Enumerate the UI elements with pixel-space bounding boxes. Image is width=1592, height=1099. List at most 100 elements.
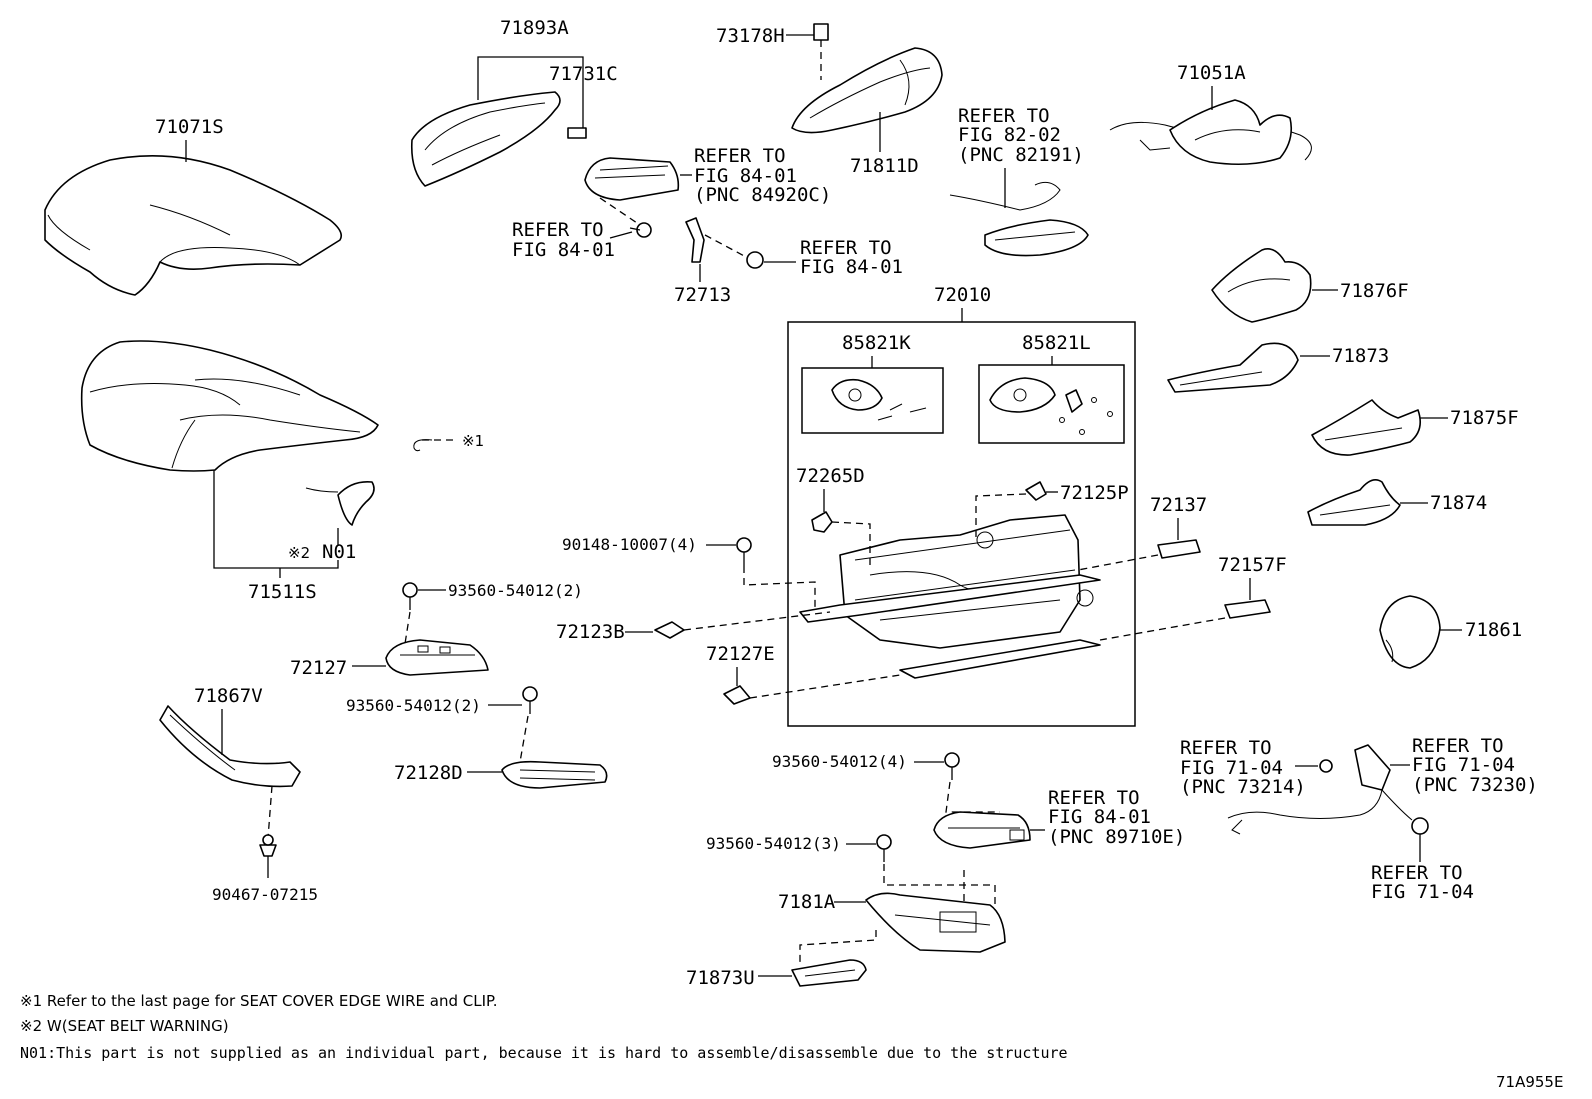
part-71874-drawing — [1307, 479, 1401, 526]
label-71873: 71873 — [1332, 345, 1389, 367]
part-84920C-switch-drawing — [584, 157, 680, 238]
label-71731C: 71731C — [549, 63, 618, 85]
ref-73230-line3: (PNC 73230) — [1412, 774, 1538, 796]
part-71876F-drawing — [1211, 248, 1312, 323]
dash-72127E — [749, 674, 901, 699]
ref-89710E-line1: REFER TO — [1048, 787, 1140, 809]
kit-85821L-box — [978, 364, 1125, 444]
leader-screw-left — [609, 231, 633, 239]
part-72127-drawing — [385, 639, 489, 676]
part-85821K-motor-drawing — [831, 378, 927, 421]
ref-84920C-line1: REFER TO — [694, 145, 786, 167]
label-71876F: 71876F — [1340, 280, 1409, 302]
part-82191-harness-drawing — [949, 181, 1089, 257]
part-72713-drawing — [685, 217, 764, 269]
footnote-1: ※1 Refer to the last page for SEAT COVER… — [20, 992, 497, 1010]
label-72128D: 72128D — [394, 762, 463, 784]
dash-90148 — [743, 566, 816, 608]
label-N01: N01 — [322, 541, 356, 563]
part-71867V-drawing — [159, 705, 301, 788]
label-90148: 90148-10007(4) — [562, 535, 697, 554]
part-N01-drawing — [305, 480, 375, 526]
part-93560-screw-c-drawing — [944, 752, 960, 780]
figure-id: 71A955E — [1496, 1073, 1563, 1091]
ref-89710E-line2: FIG 84-01 — [1048, 806, 1151, 828]
part-71893A-drawing — [410, 91, 587, 187]
label-73178H: 73178H — [716, 25, 785, 47]
label-72265D: 72265D — [796, 465, 865, 487]
label-71511S: 71511S — [248, 581, 317, 603]
ref-screw-left-line1: REFER TO — [512, 219, 604, 241]
ref-89710E-line3: (PNC 89710E) — [1048, 826, 1185, 848]
edge-wire-clip-drawing — [413, 439, 433, 452]
ref-73214-line1: REFER TO — [1180, 737, 1272, 759]
label-72713: 72713 — [674, 284, 731, 306]
dash-72137 — [1077, 554, 1159, 571]
assembly-72010-box — [787, 321, 1136, 727]
part-7181A-drawing — [865, 892, 1006, 953]
kit-85821K-box — [801, 367, 944, 434]
ref1-marker: ※1 — [462, 432, 484, 450]
label-93560-c: 93560-54012(4) — [772, 752, 907, 771]
label-72127: 72127 — [290, 657, 347, 679]
label-93560-d: 93560-54012(3) — [706, 834, 841, 853]
part-71811D-drawing — [791, 23, 943, 134]
label-72123B: 72123B — [556, 621, 625, 643]
part-85821L-motor-drawing — [989, 377, 1113, 435]
label-71893A: 71893A — [500, 17, 569, 39]
part-72127E-drawing — [723, 685, 751, 705]
dash-93560-d — [883, 864, 996, 920]
part-72123B-drawing — [654, 621, 685, 639]
dash-90467 — [267, 785, 273, 839]
ref-73214-line2: FIG 71-04 — [1180, 757, 1283, 779]
part-90467-clip-drawing — [259, 834, 277, 857]
label-71071S: 71071S — [155, 116, 224, 138]
label-71861: 71861 — [1465, 619, 1522, 641]
label-71874: 71874 — [1430, 492, 1487, 514]
dash-72125P — [975, 493, 1027, 540]
part-90148-bolt-drawing — [736, 537, 752, 566]
label-85821L: 85821L — [1022, 332, 1091, 354]
part-72010-frame-drawing — [799, 514, 1101, 679]
label-71811D: 71811D — [850, 155, 919, 177]
dash-72265D — [831, 521, 871, 570]
ref2-marker: ※2 — [288, 544, 310, 562]
ref-73214-line3: (PNC 73214) — [1180, 776, 1306, 798]
dash-93560-b — [519, 715, 529, 763]
label-72127E: 72127E — [706, 643, 775, 665]
ref-82191-line2: FIG 82-02 — [958, 124, 1061, 146]
label-72125P: 72125P — [1060, 482, 1129, 504]
part-72265D-drawing — [811, 511, 833, 533]
label-93560-b: 93560-54012(2) — [346, 696, 481, 715]
label-7181A: 7181A — [778, 891, 836, 913]
part-71875F-drawing — [1311, 399, 1421, 456]
part-71861-drawing — [1379, 595, 1441, 669]
label-71875F: 71875F — [1450, 407, 1519, 429]
ref-84920C-line2: FIG 84-01 — [694, 165, 797, 187]
ref-84920C-line3: (PNC 84920C) — [694, 184, 831, 206]
part-73214-73230-harness-drawing — [1227, 744, 1429, 835]
part-72128D-drawing — [501, 760, 608, 789]
part-72137-drawing — [1157, 539, 1201, 559]
label-71873U: 71873U — [686, 967, 755, 989]
part-93560-screw-b-drawing — [522, 686, 538, 714]
leader-71511S — [213, 470, 339, 569]
ref-73230-line1: REFER TO — [1412, 735, 1504, 757]
ref-nut-line1: REFER TO — [1371, 862, 1463, 884]
part-71051A-drawing — [1109, 99, 1312, 166]
label-72137: 72137 — [1150, 494, 1207, 516]
ref-82191-line1: REFER TO — [958, 105, 1050, 127]
part-72125P-drawing — [1025, 481, 1047, 501]
dash-71873U — [799, 930, 877, 965]
part-71873-drawing — [1167, 342, 1299, 393]
footnote-3: N01:This part is not supplied as an indi… — [20, 1044, 1068, 1062]
part-72157F-drawing — [1224, 599, 1271, 619]
ref-82191-line3: (PNC 82191) — [958, 144, 1084, 166]
dash-93560-c — [945, 781, 1000, 813]
ref-73230-line2: FIG 71-04 — [1412, 754, 1515, 776]
dash-93560-a — [403, 611, 411, 651]
label-72010: 72010 — [934, 284, 991, 306]
leader-71893A — [477, 56, 584, 128]
